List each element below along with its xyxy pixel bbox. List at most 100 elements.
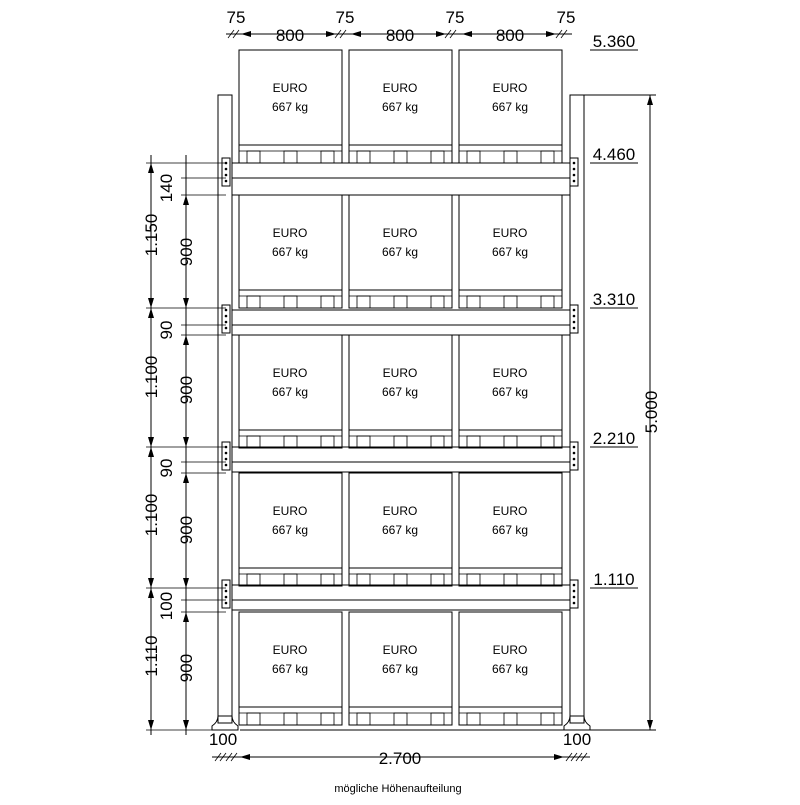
pallet-block	[356, 295, 371, 309]
pallet-type-label: EURO	[273, 643, 308, 657]
pallet-box	[238, 49, 343, 146]
clear-dim-4: 900	[177, 654, 196, 682]
pallet-base	[458, 289, 563, 309]
connector-bolt	[572, 167, 576, 171]
pallet-box	[458, 194, 563, 291]
pallet-load-label: 667 kg	[492, 245, 528, 259]
pitch-dim-1: 1.150	[142, 214, 161, 257]
pallet-block	[540, 435, 555, 449]
top-dim-bay-2: 800	[386, 26, 414, 45]
pallet-block	[320, 573, 335, 587]
connector-bolt	[224, 314, 228, 318]
pallet-load-label: 667 kg	[382, 523, 418, 537]
pallet-box	[238, 611, 343, 708]
pallet-block	[283, 150, 298, 164]
connector-bolt	[572, 463, 576, 467]
pallet-box	[238, 472, 343, 569]
pallet-type-label: EURO	[493, 366, 528, 380]
pallet-block	[430, 295, 445, 309]
pallet-base	[458, 144, 563, 164]
pallet-type-label: EURO	[273, 366, 308, 380]
pallet-type-label: EURO	[383, 643, 418, 657]
pallet-box	[348, 194, 453, 291]
connector-bolt	[224, 595, 228, 599]
clear-dim-3: 900	[177, 516, 196, 544]
pallet-box	[458, 611, 563, 708]
beam-dim-2: 90	[157, 321, 176, 340]
pallet-load: EURO 667 kg	[348, 611, 453, 726]
pallet-block	[430, 712, 445, 726]
pallet-base	[348, 706, 453, 726]
connector-bolt	[572, 326, 576, 330]
beam	[231, 324, 571, 336]
pallet-load-label: 667 kg	[272, 245, 308, 259]
connector-bolt	[224, 601, 228, 605]
pallet-load-label: 667 kg	[272, 100, 308, 114]
connector-bolt	[572, 457, 576, 461]
pallet-load-label: 667 kg	[382, 662, 418, 676]
left-upright	[217, 94, 233, 724]
connector-bolt	[572, 308, 576, 312]
pitch-dim-3: 1.100	[142, 494, 161, 537]
pallet-base	[458, 567, 563, 587]
connector-bolt	[224, 167, 228, 171]
pallet-block	[540, 573, 555, 587]
top-dim-upright-3: 75	[446, 8, 465, 27]
top-dim-bay-3: 800	[496, 26, 524, 45]
bottom-dim-left-foot: 100	[209, 730, 237, 749]
pallet-block	[466, 435, 481, 449]
top-dim-upright-2: 75	[336, 8, 355, 27]
pallet-base	[348, 144, 453, 164]
pallet-block	[393, 435, 408, 449]
pallet-load-label: 667 kg	[272, 523, 308, 537]
connector-bolt	[572, 445, 576, 449]
beam-level-4	[221, 579, 579, 611]
top-dimension-chain: 75 75 75 75 800 800 800	[226, 8, 575, 45]
pallet-box	[458, 49, 563, 146]
pallet-load-label: 667 kg	[492, 523, 528, 537]
left-foot	[211, 715, 239, 731]
beam	[231, 177, 571, 196]
pallet-block	[503, 150, 518, 164]
pallet-block	[430, 573, 445, 587]
beam-dim-3: 90	[157, 459, 176, 478]
pallet-load-label: 667 kg	[382, 100, 418, 114]
beam	[231, 599, 571, 611]
connector-bolt	[224, 308, 228, 312]
pallet-box	[238, 334, 343, 431]
connector-bolt	[224, 320, 228, 324]
pallet-type-label: EURO	[273, 81, 308, 95]
pallet-type-label: EURO	[383, 504, 418, 518]
bottom-dim-right-foot: 100	[563, 730, 591, 749]
pallet-box	[458, 334, 563, 431]
connector-bolt	[572, 161, 576, 165]
pallet-base	[348, 567, 453, 587]
right-beam-connector	[569, 441, 579, 471]
right-beam-connector	[569, 304, 579, 334]
level-height-1: 5.360	[593, 32, 636, 51]
left-beam-connector	[221, 441, 231, 471]
right-beam-connector	[569, 579, 579, 609]
connector-bolt	[224, 451, 228, 455]
pallet-box	[348, 611, 453, 708]
pallet-block	[466, 150, 481, 164]
connector-bolt	[224, 326, 228, 330]
pallet-block	[430, 150, 445, 164]
right-upright	[569, 94, 585, 724]
connector-bolt	[572, 601, 576, 605]
pallet-block	[283, 435, 298, 449]
pallet-box	[238, 194, 343, 291]
pallet-block	[393, 712, 408, 726]
connector-bolt	[224, 173, 228, 177]
connector-bolt	[224, 463, 228, 467]
right-dimensions: 5.000 5.360 4.460 3.310 2.210 1.110	[572, 32, 661, 731]
pallet-load-label: 667 kg	[382, 245, 418, 259]
